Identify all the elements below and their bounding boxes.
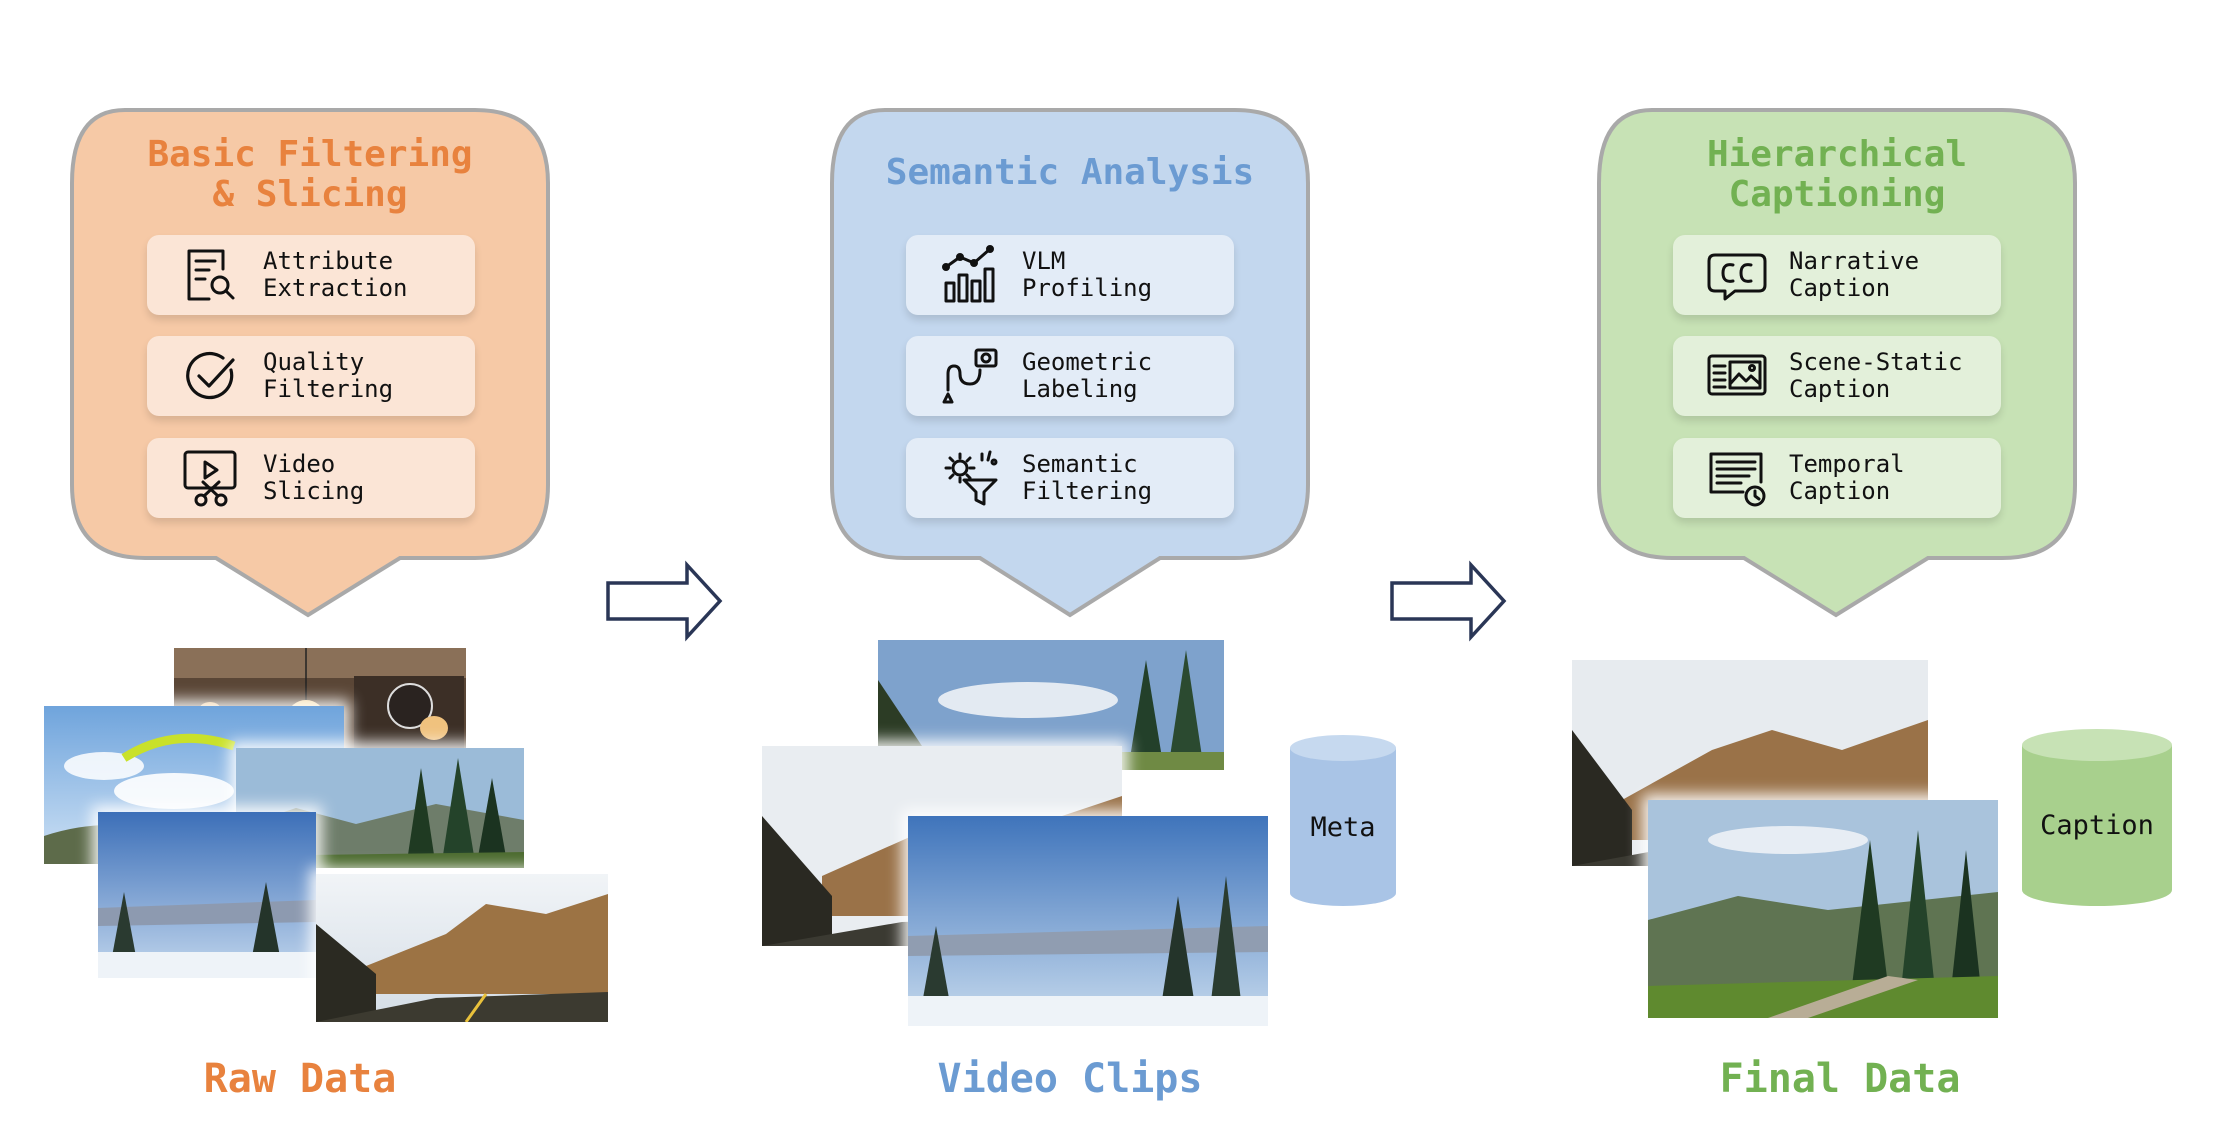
- item-narrative-caption: Narrative Caption: [1673, 235, 2001, 315]
- video-scissors-icon: [179, 446, 243, 510]
- meta-database-cylinder: [1290, 735, 1396, 906]
- item-label: Geometric Labeling: [1022, 348, 1153, 403]
- check-circle-icon: [179, 344, 243, 408]
- camera-path-icon: [938, 344, 1002, 408]
- item-vlm-profiling: VLM Profiling: [906, 235, 1234, 315]
- item-temporal-caption: Temporal Caption: [1673, 438, 2001, 518]
- item-label: Quality Filtering: [263, 348, 394, 403]
- caption-database-cylinder: [2022, 729, 2172, 906]
- raw-photo-winter: [98, 812, 316, 978]
- panel-title-hierarchical-captioning: Hierarchical Captioning: [1706, 134, 1968, 215]
- item-video-slicing: Video Slicing: [147, 438, 475, 518]
- item-label: Attribute Extraction: [263, 247, 408, 302]
- raw-photo-canyon: [316, 874, 608, 1022]
- bar-chart-icon: [938, 243, 1002, 307]
- stage-label-final-data: Final Data: [1719, 1056, 1961, 1102]
- item-label: Semantic Filtering: [1022, 450, 1153, 505]
- panel-title-semantic-analysis: Semantic Analysis: [885, 152, 1255, 193]
- item-semantic-filtering: Semantic Filtering: [906, 438, 1234, 518]
- image-text-icon: [1705, 344, 1769, 408]
- clip-photo-winter: [908, 816, 1268, 1026]
- meta-cylinder-label: Meta: [1310, 812, 1376, 843]
- stage-label-video-clips: Video Clips: [937, 1056, 1203, 1102]
- item-label: VLM Profiling: [1022, 247, 1153, 302]
- item-scene-static-caption: Scene-Static Caption: [1673, 336, 2001, 416]
- flow-arrow-2: [1390, 560, 1507, 642]
- item-label: Video Slicing: [263, 450, 365, 505]
- item-attribute-extraction: Attribute Extraction: [147, 235, 475, 315]
- item-label: Temporal Caption: [1789, 450, 1905, 505]
- item-label: Scene-Static Caption: [1789, 348, 1963, 403]
- attribute-search-icon: [179, 243, 243, 307]
- stage-label-raw-data: Raw Data: [203, 1056, 397, 1102]
- panel-title-basic-filtering: Basic Filtering & Slicing: [147, 134, 473, 215]
- final-photo-forest-path: [1648, 800, 1998, 1018]
- gear-funnel-icon: [938, 446, 1002, 510]
- item-geometric-labeling: Geometric Labeling: [906, 336, 1234, 416]
- document-clock-icon: [1705, 446, 1769, 510]
- caption-cylinder-label: Caption: [2040, 810, 2154, 841]
- item-label: Narrative Caption: [1789, 247, 1920, 302]
- flow-arrow-1: [606, 560, 723, 642]
- cc-caption-icon: [1705, 243, 1769, 307]
- item-quality-filtering: Quality Filtering: [147, 336, 475, 416]
